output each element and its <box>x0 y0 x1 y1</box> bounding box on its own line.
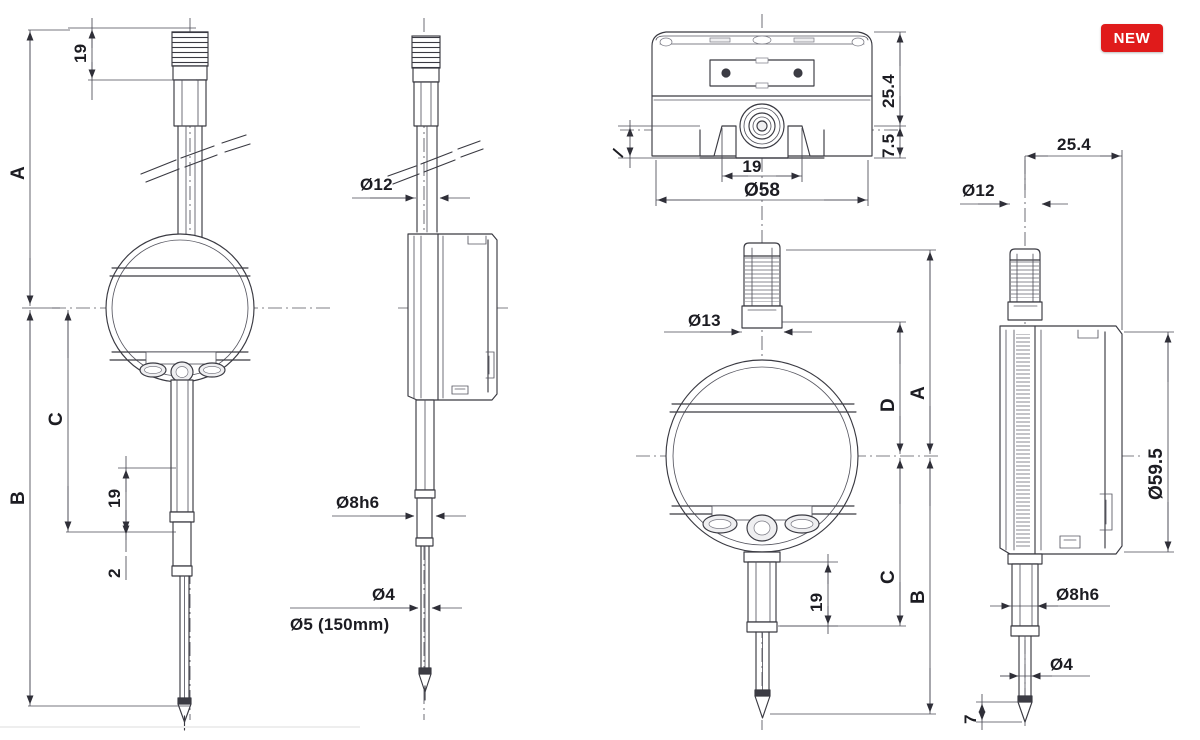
gauge-body-front <box>105 233 255 383</box>
dim-b-center: B <box>770 458 936 715</box>
dim-label-dia58: Ø58 <box>744 180 780 201</box>
dim-label-2: 2 <box>105 568 124 578</box>
dim-19-center: 19 <box>780 554 838 634</box>
dim-dia4-side: Ø4 Ø5 (150mm) <box>290 585 462 634</box>
button-row-center <box>702 505 820 542</box>
dim-dia595-right: Ø59.5 <box>1124 331 1174 553</box>
center-boss <box>739 103 785 149</box>
dim-dia13-center: Ø13 <box>664 311 812 336</box>
probe-tip-shoulder <box>177 697 192 705</box>
probe-tip <box>177 703 192 723</box>
dim-label-dia13: Ø13 <box>688 311 721 330</box>
dim-label-a-center: A <box>908 386 929 400</box>
dim-dia12-right: Ø12 <box>960 181 1068 208</box>
dim-label-d-center: D <box>878 398 899 412</box>
cap-knurled-center <box>743 242 781 307</box>
button-row <box>139 351 226 383</box>
new-badge: NEW <box>1101 24 1163 52</box>
view-front-center: Ø13 A B <box>636 240 940 730</box>
screw-left <box>721 68 731 78</box>
dim-label-19-lower: 19 <box>105 489 124 508</box>
dim-dia4-right: Ø4 <box>1000 655 1090 680</box>
view-side-left: Ø12 Ø8h6 Ø4 Ø5 (150mm) <box>290 18 508 720</box>
spindle-lower-center <box>743 551 781 719</box>
view-front-left: 19 A B <box>8 18 330 731</box>
dim-254-top: 25.4 <box>874 31 906 127</box>
view-side-right: Ø12 25.4 Ø59.5 <box>960 135 1174 730</box>
dim-label-dia12-right: Ø12 <box>962 181 995 200</box>
dim-label-254-top: 25.4 <box>879 74 898 108</box>
dim-overall-b: B <box>8 310 190 707</box>
dim-stem-top-19: 19 <box>68 18 196 100</box>
dim-overall-a: A <box>8 29 70 309</box>
stem-thread-side <box>411 35 441 69</box>
dim-tip-19-2: 19 2 <box>105 456 176 580</box>
dim-label-dia12-side: Ø12 <box>360 175 393 194</box>
dim-dia12-side: Ø12 <box>352 175 470 202</box>
dim-label-19-top: 19 <box>71 44 90 63</box>
dim-label-c-left: C <box>46 412 67 426</box>
spindle-lower-right <box>1007 553 1043 723</box>
break-symbol-side <box>387 140 484 185</box>
dim-254-right: 25.4 <box>1024 135 1123 330</box>
new-badge-label: NEW <box>1113 29 1151 47</box>
dim-label-a-left: A <box>8 166 29 180</box>
gauge-body-center <box>665 359 859 553</box>
spindle-lower-left <box>169 379 195 731</box>
dim-a-center: A <box>786 249 936 454</box>
break-symbol <box>140 134 251 183</box>
dim-dia8h6-right: Ø8h6 <box>990 585 1110 610</box>
dim-label-75-top: 7.5 <box>879 134 898 158</box>
dim-label-dia595: Ø59.5 <box>1146 448 1167 500</box>
dim-label-dia4-side: Ø4 <box>372 585 395 604</box>
dim-d-center: D <box>782 321 906 454</box>
dim-19-top: 19 <box>721 128 803 182</box>
spindle-lower-side <box>414 399 436 701</box>
dim-c-center: C <box>778 458 906 627</box>
dim-label-dia5-150: Ø5 (150mm) <box>290 615 389 634</box>
dim-dia58-top: Ø58 <box>655 160 869 206</box>
dim-7-right: 7 <box>961 694 1022 730</box>
dim-label-7: 7 <box>961 714 980 724</box>
dim-label-c-center: C <box>878 570 899 584</box>
dim-label-19-top-view: 19 <box>742 157 761 176</box>
gauge-body-side <box>407 233 498 401</box>
dim-label-b-left: B <box>8 491 29 505</box>
gauge-body-side-right <box>999 325 1123 555</box>
dim-75-top: 7.5 <box>874 126 906 159</box>
dim-partial-c: C <box>46 310 176 533</box>
dim-label-dia8h6-side: Ø8h6 <box>336 493 379 512</box>
dim-label-254-right: 25.4 <box>1057 135 1091 154</box>
view-top-center: 25.4 7.5 / <box>609 14 906 240</box>
stem-collar <box>172 65 208 81</box>
cap-knurled-right <box>1009 248 1041 303</box>
dim-dia8h6-side: Ø8h6 <box>332 493 466 520</box>
stem-thread <box>171 31 209 67</box>
stem-upper <box>173 79 207 127</box>
dim-label-dia4-right: Ø4 <box>1050 655 1073 674</box>
dim-label-b-center: B <box>908 590 929 604</box>
screw-right <box>793 68 803 78</box>
dim-label-19-center: 19 <box>807 593 826 612</box>
dim-label-dia8h6-right: Ø8h6 <box>1056 585 1099 604</box>
stem-collar-center <box>741 305 783 329</box>
casing-top <box>651 31 873 159</box>
